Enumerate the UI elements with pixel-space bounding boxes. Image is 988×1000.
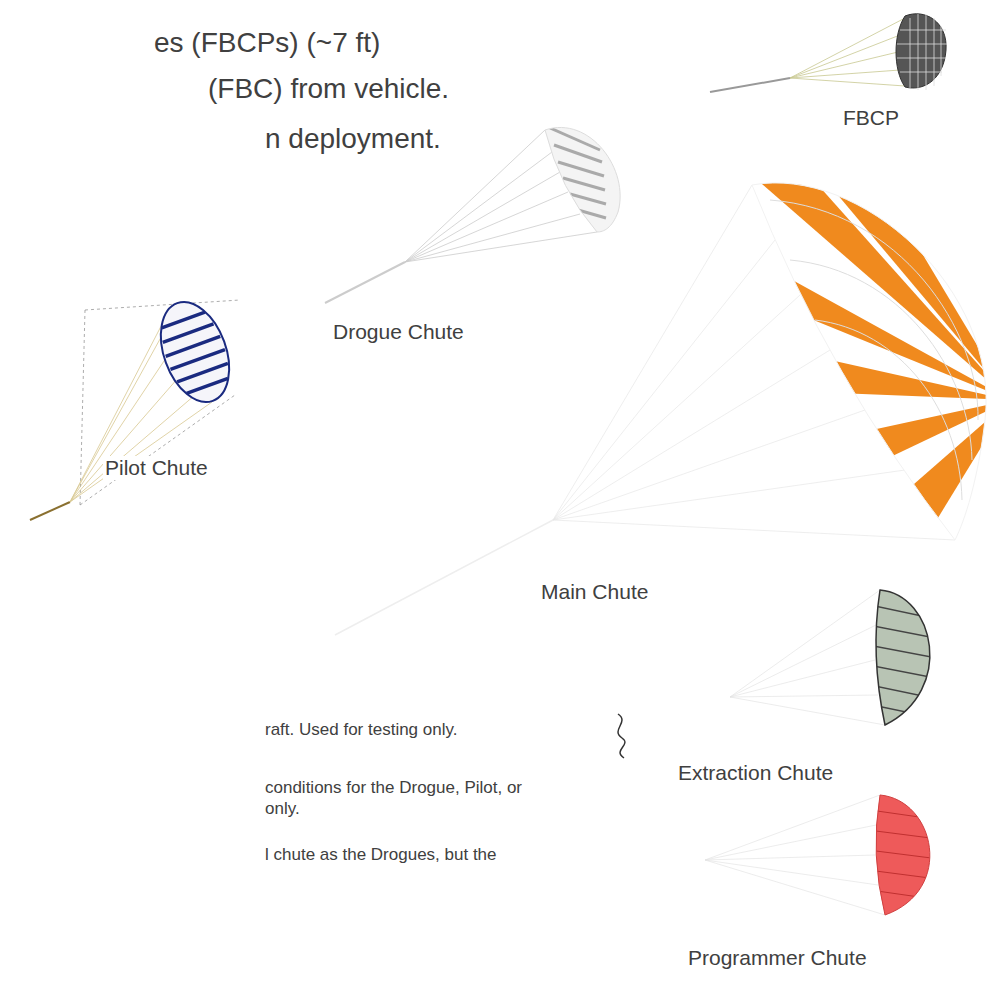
slide-text: (FBC) from vehicle. (206, 73, 451, 105)
slide-text: l chute as the Drogues, but the (263, 845, 499, 865)
chute-label: Main Chute (539, 580, 650, 604)
slide-text: conditions for the Drogue, Pilot, or (263, 778, 524, 798)
slide-text: only. (263, 799, 302, 819)
chute-label: FBCP (841, 106, 901, 130)
chute-label: Extraction Chute (676, 761, 835, 785)
slide-text: raft. Used for testing only. (263, 720, 459, 740)
chute-label: Programmer Chute (686, 946, 869, 970)
main-chute (335, 120, 988, 635)
extraction-chute (618, 585, 955, 758)
slide-text: es (FBCPs) (~7 ft) (152, 27, 382, 59)
pilot-chute (30, 293, 242, 520)
programmer-chute (705, 790, 955, 920)
fbcp-chute (710, 14, 947, 92)
chute-label: Pilot Chute (103, 456, 210, 480)
chute-label: Drogue Chute (331, 320, 466, 344)
slide-text: n deployment. (263, 123, 443, 155)
